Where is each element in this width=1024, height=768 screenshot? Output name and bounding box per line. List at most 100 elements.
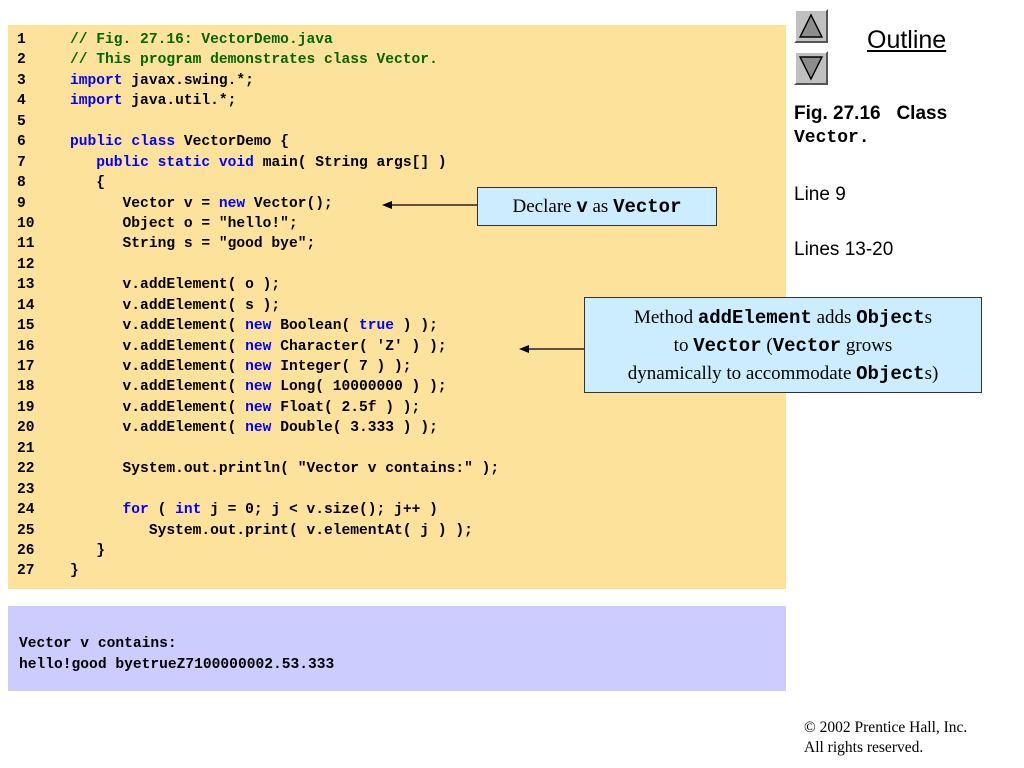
callout-code: Vector xyxy=(772,335,842,357)
code-token-plain: v.addElement( s ); xyxy=(70,297,281,314)
figure-class-name: Vector. xyxy=(794,128,870,148)
figure-word: Class xyxy=(896,103,948,124)
callout-line-2: to Vector (Vector grows xyxy=(585,332,981,360)
line-number: 2 xyxy=(17,52,26,69)
line-number: 25 xyxy=(17,522,35,539)
code-token-plain: Long( 10000000 ) ); xyxy=(271,379,447,396)
callout-code: Object xyxy=(856,307,925,329)
code-token-plain: } xyxy=(70,563,79,580)
callout-add-element: Method addElement adds Objects to Vector… xyxy=(584,297,982,393)
code-token-plain: v.addElement( xyxy=(70,318,246,335)
callout-text: grows xyxy=(841,335,893,356)
code-token-plain: java.util.*; xyxy=(122,93,237,110)
line-number: 13 xyxy=(17,277,35,294)
code-token-plain: javax.swing.*; xyxy=(122,72,254,89)
line-number: 9 xyxy=(17,195,26,212)
code-token-plain: v.addElement( xyxy=(70,379,246,396)
code-token-plain xyxy=(149,155,158,171)
callout-text: dynamically to accommodate xyxy=(627,363,857,384)
line-number: 22 xyxy=(17,461,35,478)
line-number: 3 xyxy=(17,72,26,89)
callout-text: as xyxy=(587,196,614,217)
callout-text: s) xyxy=(924,363,939,384)
output-panel: Vector v contains: hello!good byetrueZ71… xyxy=(8,606,786,691)
code-token-plain: v.addElement( o ); xyxy=(70,277,281,294)
copyright-line: © 2002 Prentice Hall, Inc. xyxy=(804,719,968,736)
triangle-up-icon xyxy=(798,13,824,38)
arrow-to-line-16 xyxy=(519,345,585,353)
code-line: 17 v.addElement( new Integer( 7 ) ); xyxy=(8,357,786,377)
code-token-keyword: true xyxy=(359,318,395,335)
code-token-plain: main( String args[] ) xyxy=(253,154,447,171)
code-line: 22 System.out.println( "Vector v contain… xyxy=(8,459,786,479)
code-text: import javax.swing.*; xyxy=(70,71,254,91)
code-line: 15 v.addElement( new Boolean( true ) ); xyxy=(8,316,786,336)
code-line: 3 import javax.swing.*; xyxy=(8,71,786,91)
code-token-keyword: class xyxy=(131,134,176,151)
code-text: v.addElement( new Double( 3.333 ) ); xyxy=(70,418,438,438)
line-number: 11 xyxy=(17,236,35,253)
code-token-plain xyxy=(123,134,132,150)
code-token-plain: { xyxy=(70,175,106,192)
callout-code: v xyxy=(576,196,588,218)
code-text: // Fig. 27.16: VectorDemo.java xyxy=(70,30,333,50)
callout-text: adds xyxy=(811,307,857,328)
code-text: // This program demonstrates class Vecto… xyxy=(70,50,438,70)
callout-code: Object xyxy=(856,363,925,385)
outline-link[interactable]: Outline xyxy=(867,26,947,54)
code-token-keyword: new xyxy=(218,195,246,212)
triangle-down-icon xyxy=(798,56,824,81)
code-token-keyword: new xyxy=(245,420,272,437)
code-text: v.addElement( new Character( 'Z' ) ); xyxy=(70,337,447,357)
code-text: import java.util.*; xyxy=(70,91,236,111)
line-number: 24 xyxy=(17,502,35,519)
code-line: 14 v.addElement( s ); xyxy=(8,296,786,316)
line-number: 21 xyxy=(17,440,35,457)
figure-caption-line-1: Fig. 27.16 Class xyxy=(794,101,1014,126)
callout-code: addElement xyxy=(697,307,812,329)
figure-label: Fig. 27.16 xyxy=(794,103,881,124)
code-line: 23 xyxy=(8,480,786,500)
line-number: 26 xyxy=(17,542,35,559)
code-token-keyword: new xyxy=(245,359,272,375)
line-number: 8 xyxy=(17,175,26,192)
output-line-1: Vector v contains: xyxy=(19,636,177,652)
callout-declare-v: Declare v as Vector xyxy=(477,187,717,226)
code-token-plain: Character( 'Z' ) ); xyxy=(271,338,447,355)
code-line: 8 { xyxy=(8,173,786,193)
code-token-plain: ( xyxy=(148,502,176,519)
code-text: v.addElement( new Boolean( true ) ); xyxy=(70,316,438,336)
previous-slide-button[interactable] xyxy=(794,9,828,43)
code-line: 2 // This program demonstrates class Vect… xyxy=(8,50,786,70)
next-slide-button[interactable] xyxy=(794,51,828,85)
code-token-plain: v.addElement( xyxy=(70,359,246,375)
callout-text: Method xyxy=(633,307,698,328)
code-text: { xyxy=(70,173,105,193)
code-token-keyword: int xyxy=(175,502,202,519)
line-number: 14 xyxy=(17,297,35,314)
code-token-keyword: public xyxy=(96,154,149,171)
line-number: 18 xyxy=(17,379,35,396)
code-text: v.addElement( new Long( 10000000 ) ); xyxy=(70,377,447,397)
code-token-keyword: public xyxy=(70,134,123,151)
code-line: 12 xyxy=(8,255,786,275)
code-token-plain: String s = "good bye"; xyxy=(70,236,316,253)
line-number: 16 xyxy=(17,338,35,355)
code-line: 19 v.addElement( new Float( 2.5f ) ); xyxy=(8,398,786,418)
line-reference-13-20: Lines 13-20 xyxy=(794,239,894,260)
code-token-plain: j = 0; j < v.size(); j++ ) xyxy=(201,502,438,519)
code-text: System.out.print( v.elementAt( j ) ); xyxy=(70,521,473,541)
code-token-plain: Object o = "hello!"; xyxy=(70,215,298,232)
code-token-keyword: new xyxy=(245,399,272,416)
code-token-plain: VectorDemo { xyxy=(175,134,289,151)
code-text: public static void main( String args[] ) xyxy=(70,153,447,173)
line-number: 1 xyxy=(17,32,26,48)
code-token-keyword: new xyxy=(245,379,272,396)
code-token-plain: System.out.print( v.elementAt( j ) ); xyxy=(70,522,473,539)
code-token-keyword: for xyxy=(122,502,149,519)
code-line: 20 v.addElement( new Double( 3.333 ) ); xyxy=(8,418,786,438)
rights-line: All rights reserved. xyxy=(804,739,924,756)
callout-code: Vector xyxy=(693,335,762,357)
code-token-keyword: new xyxy=(245,338,272,355)
code-line: 25 System.out.print( v.elementAt( j ) ); xyxy=(8,521,786,541)
